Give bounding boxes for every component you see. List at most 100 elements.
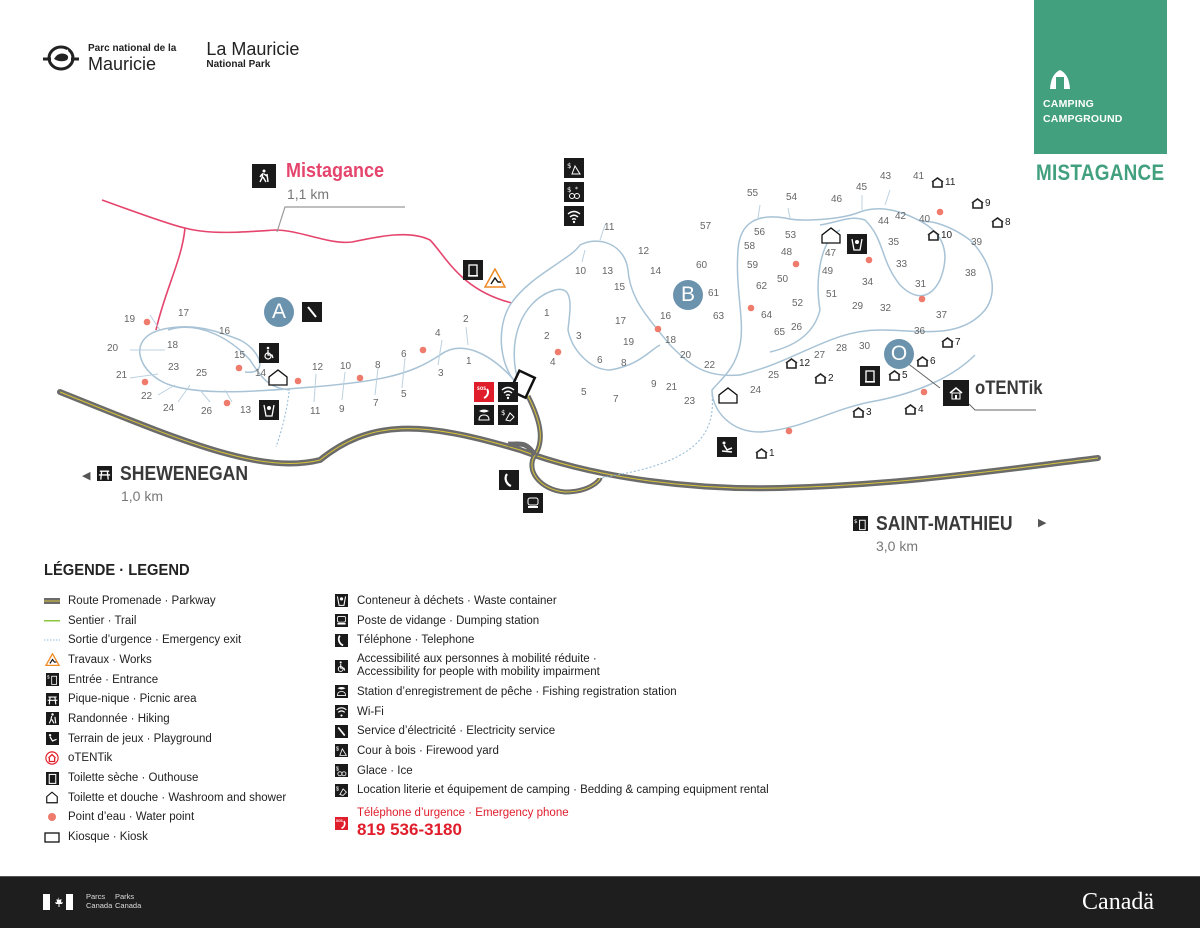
- loop-o-badge[interactable]: O: [884, 339, 914, 369]
- site-b-3[interactable]: 3: [576, 331, 582, 342]
- otentik-site-5[interactable]: 5: [888, 370, 908, 381]
- site-a-10[interactable]: 10: [340, 361, 352, 372]
- otentik-site-12[interactable]: 12: [785, 358, 810, 369]
- site-b-12[interactable]: 12: [638, 246, 650, 257]
- site-a-1[interactable]: 1: [466, 356, 472, 367]
- site-b-27[interactable]: 27: [814, 350, 826, 361]
- site-b-35[interactable]: 35: [888, 237, 900, 248]
- site-a-15[interactable]: 15: [234, 350, 246, 361]
- site-b-65[interactable]: 65: [774, 327, 786, 338]
- site-b-16[interactable]: 16: [660, 311, 672, 322]
- site-a-11[interactable]: 11: [310, 406, 321, 417]
- site-a-8[interactable]: 8: [375, 360, 381, 371]
- site-a-16[interactable]: 16: [219, 326, 231, 337]
- site-b-52[interactable]: 52: [792, 298, 804, 309]
- site-a-23[interactable]: 23: [168, 362, 180, 373]
- site-b-42[interactable]: 42: [895, 211, 907, 222]
- site-b-11[interactable]: 11: [604, 222, 615, 233]
- site-b-53[interactable]: 53: [785, 230, 797, 241]
- site-b-51[interactable]: 51: [826, 289, 838, 300]
- site-b-38[interactable]: 38: [965, 268, 977, 279]
- site-a-14[interactable]: 14: [255, 368, 267, 379]
- emergency-phone-number[interactable]: 819 536-3180: [357, 820, 462, 840]
- loop-b-badge[interactable]: B: [673, 280, 703, 310]
- site-b-26[interactable]: 26: [791, 322, 803, 333]
- site-b-5[interactable]: 5: [581, 387, 587, 398]
- otentik-site-6[interactable]: 6: [916, 356, 936, 367]
- site-b-64[interactable]: 64: [761, 310, 773, 321]
- site-a-5[interactable]: 5: [401, 389, 407, 400]
- site-a-4[interactable]: 4: [435, 328, 441, 339]
- site-a-20[interactable]: 20: [107, 343, 119, 354]
- otentik-site-10[interactable]: 10: [927, 230, 952, 241]
- site-b-13[interactable]: 13: [602, 266, 614, 277]
- otentik-site-8[interactable]: 8: [991, 217, 1011, 228]
- otentik-site-4[interactable]: 4: [904, 404, 924, 415]
- site-b-33[interactable]: 33: [896, 259, 908, 270]
- site-b-47[interactable]: 47: [825, 248, 837, 259]
- site-b-1[interactable]: 1: [544, 308, 550, 319]
- site-a-2[interactable]: 2: [463, 314, 469, 325]
- site-b-20[interactable]: 20: [680, 350, 692, 361]
- otentik-site-3[interactable]: 3: [852, 407, 872, 418]
- otentik-site-9[interactable]: 9: [971, 198, 991, 209]
- site-b-58[interactable]: 58: [744, 241, 756, 252]
- site-b-19[interactable]: 19: [623, 337, 635, 348]
- site-b-8[interactable]: 8: [621, 358, 627, 369]
- site-a-6[interactable]: 6: [401, 349, 407, 360]
- otentik-site-2[interactable]: 2: [814, 373, 834, 384]
- site-b-55[interactable]: 55: [747, 188, 759, 199]
- site-a-12[interactable]: 12: [312, 362, 324, 373]
- site-b-56[interactable]: 56: [754, 227, 766, 238]
- site-b-21[interactable]: 21: [666, 382, 678, 393]
- site-b-18[interactable]: 18: [665, 335, 677, 346]
- loop-a-badge[interactable]: A: [264, 297, 294, 327]
- site-b-22[interactable]: 22: [704, 360, 716, 371]
- site-b-14[interactable]: 14: [650, 266, 662, 277]
- site-b-15[interactable]: 15: [614, 282, 626, 293]
- site-b-46[interactable]: 46: [831, 194, 843, 205]
- otentik-site-7[interactable]: 7: [941, 337, 961, 348]
- site-a-19[interactable]: 19: [124, 314, 136, 325]
- site-b-30[interactable]: 30: [859, 341, 871, 352]
- shewenegan-name[interactable]: SHEWENEGAN: [120, 463, 249, 485]
- site-b-49[interactable]: 49: [822, 266, 834, 277]
- site-b-36[interactable]: 36: [914, 326, 926, 337]
- site-b-63[interactable]: 63: [713, 311, 725, 322]
- site-b-2[interactable]: 2: [544, 331, 550, 342]
- site-b-29[interactable]: 29: [852, 301, 864, 312]
- site-b-60[interactable]: 60: [696, 260, 708, 271]
- otentik-site-1[interactable]: 1: [755, 448, 775, 459]
- site-b-34[interactable]: 34: [862, 277, 874, 288]
- site-a-18[interactable]: 18: [167, 340, 179, 351]
- site-b-54[interactable]: 54: [786, 192, 798, 203]
- site-b-59[interactable]: 59: [747, 260, 759, 271]
- site-a-13[interactable]: 13: [240, 405, 252, 416]
- site-b-37[interactable]: 37: [936, 310, 948, 321]
- site-a-9[interactable]: 9: [339, 404, 345, 415]
- site-b-32[interactable]: 32: [880, 303, 892, 314]
- trail-name[interactable]: Mistagance: [286, 160, 385, 182]
- site-b-41[interactable]: 41: [913, 171, 925, 182]
- site-a-24[interactable]: 24: [163, 403, 175, 414]
- site-b-23[interactable]: 23: [684, 396, 696, 407]
- site-b-17[interactable]: 17: [615, 316, 627, 327]
- site-a-22[interactable]: 22: [141, 391, 153, 402]
- site-b-48[interactable]: 48: [781, 247, 793, 258]
- site-b-39[interactable]: 39: [971, 237, 983, 248]
- site-b-31[interactable]: 31: [915, 279, 927, 290]
- site-a-25[interactable]: 25: [196, 368, 208, 379]
- otentik-site-11[interactable]: 11: [931, 177, 955, 188]
- site-a-7[interactable]: 7: [373, 398, 379, 409]
- site-b-62[interactable]: 62: [756, 281, 768, 292]
- site-b-40[interactable]: 40: [919, 214, 931, 225]
- site-b-7[interactable]: 7: [613, 394, 619, 405]
- site-a-21[interactable]: 21: [116, 370, 128, 381]
- site-b-50[interactable]: 50: [777, 274, 789, 285]
- emergency-phone-icon[interactable]: SOS: [474, 382, 494, 402]
- site-b-10[interactable]: 10: [575, 266, 587, 277]
- site-b-6[interactable]: 6: [597, 355, 603, 366]
- site-b-4[interactable]: 4: [550, 357, 556, 368]
- site-a-26[interactable]: 26: [201, 406, 213, 417]
- site-b-45[interactable]: 45: [856, 182, 868, 193]
